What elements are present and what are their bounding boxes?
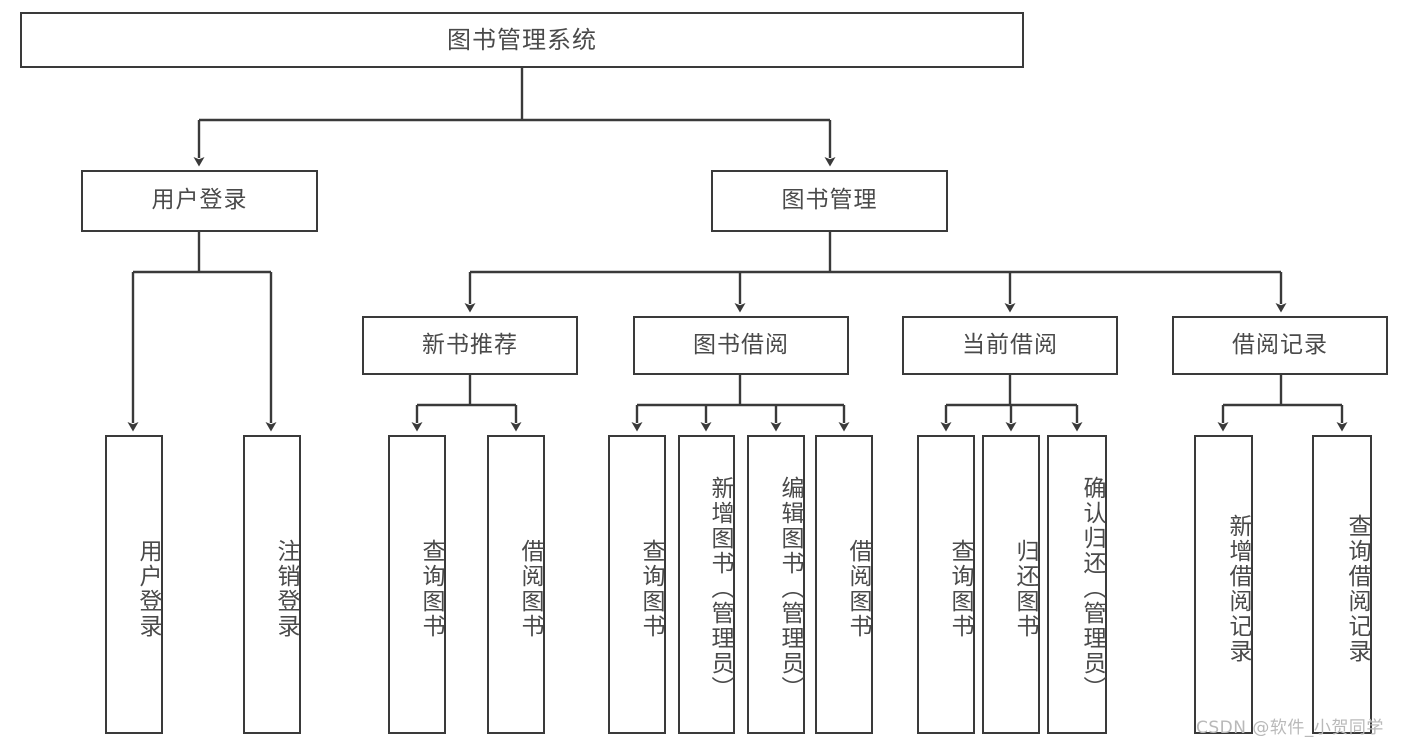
node-book-management[interactable]: 图书管理 [711, 170, 948, 232]
leaf-borrow-record-add-record[interactable]: 新增借阅记录 [1194, 435, 1253, 734]
csdn-watermark: CSDN @软件_小贺同学 [1196, 718, 1384, 738]
node-new-book-recommend[interactable]: 新书推荐 [362, 316, 578, 375]
leaf-current-borrow-query-book[interactable]: 查询图书 [917, 435, 975, 734]
leaf-current-borrow-confirm-return-admin[interactable]: 确认归还（管理员） [1047, 435, 1107, 734]
node-borrow-record[interactable]: 借阅记录 [1172, 316, 1388, 375]
leaf-borrow-record-query-record[interactable]: 查询借阅记录 [1312, 435, 1372, 734]
node-user-login[interactable]: 用户登录 [81, 170, 318, 232]
leaf-book-borrow-query-book[interactable]: 查询图书 [608, 435, 666, 734]
leaf-user-login-logout[interactable]: 注销登录 [243, 435, 301, 734]
leaf-book-borrow-edit-book-admin[interactable]: 编辑图书（管理员） [747, 435, 805, 734]
leaf-new-book-borrow-book[interactable]: 借阅图书 [487, 435, 545, 734]
leaf-new-book-query-book[interactable]: 查询图书 [388, 435, 446, 734]
node-book-borrow[interactable]: 图书借阅 [633, 316, 849, 375]
leaf-user-login-login[interactable]: 用户登录 [105, 435, 163, 734]
node-current-borrow[interactable]: 当前借阅 [902, 316, 1118, 375]
leaf-book-borrow-add-book-admin[interactable]: 新增图书（管理员） [678, 435, 735, 734]
leaf-book-borrow-borrow-book[interactable]: 借阅图书 [815, 435, 873, 734]
node-root-book-management-system[interactable]: 图书管理系统 [20, 12, 1024, 68]
leaf-current-borrow-return-book[interactable]: 归还图书 [982, 435, 1040, 734]
